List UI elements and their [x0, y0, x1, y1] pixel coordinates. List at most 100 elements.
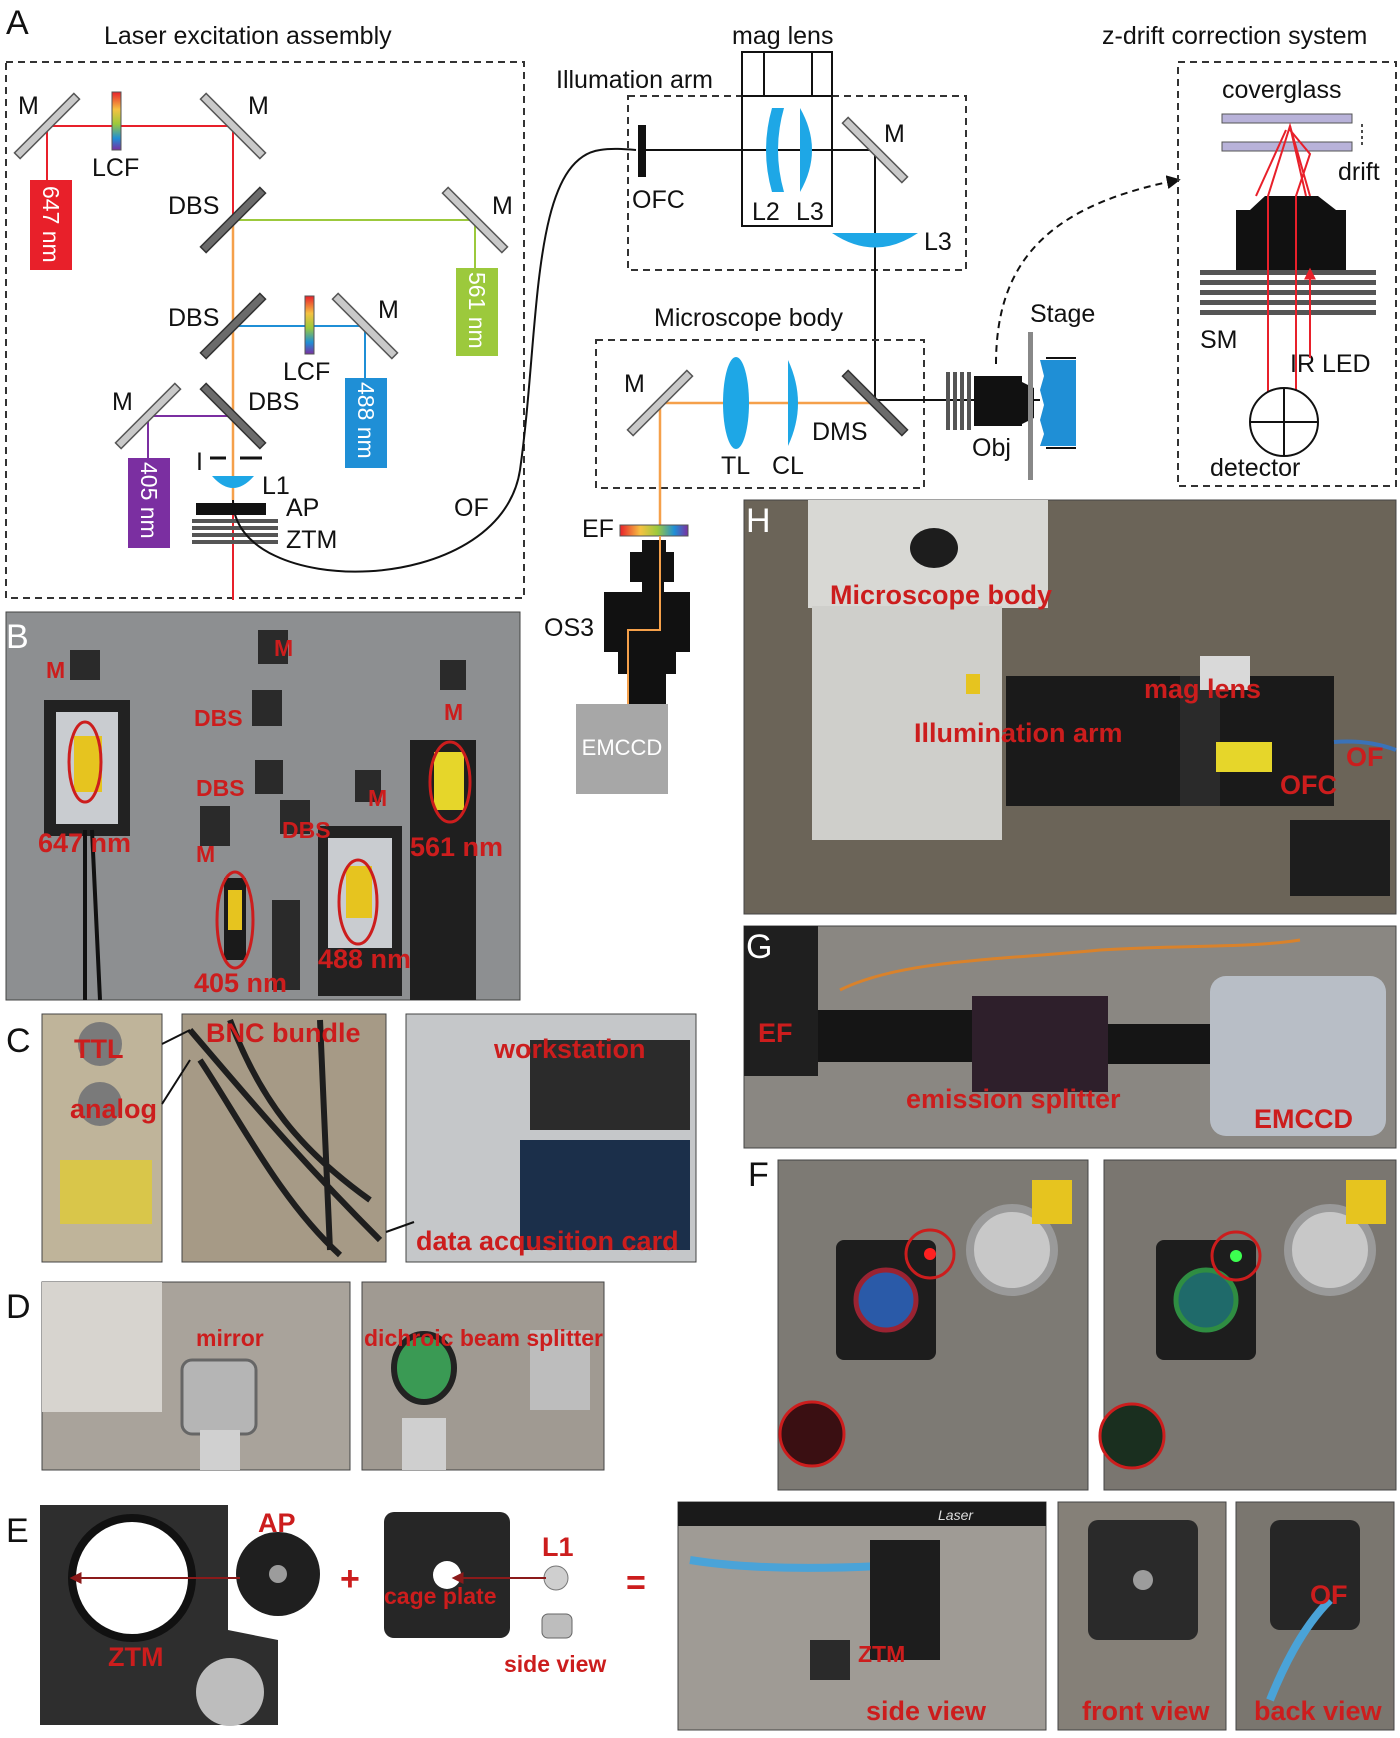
- stage-title: Stage: [1030, 300, 1095, 328]
- photo-e-laser-bar: [678, 1502, 1046, 1526]
- photo-h-mag-ring: [1180, 676, 1220, 806]
- laser-488: [345, 378, 387, 468]
- illum-arm-title: Illumation arm: [556, 66, 713, 94]
- lens-l3: [832, 233, 918, 248]
- photo-f-red-optic: [853, 1267, 919, 1333]
- scope-body-title: Microscope body: [654, 304, 843, 332]
- photo-e-label-sideview: side view: [866, 1696, 987, 1726]
- objective: [946, 372, 1034, 430]
- photo-d-dbs-post: [402, 1418, 446, 1470]
- photo-b-label-m3: M: [444, 699, 463, 725]
- label-m4: M: [378, 296, 399, 324]
- photo-e-brand: Laser: [938, 1507, 974, 1523]
- photo-h-box: [1290, 820, 1390, 896]
- filter-lcf-1: [111, 91, 122, 151]
- photo-f-green-spot-circle: [1210, 1230, 1262, 1282]
- photo-f-green-mount2: [1284, 1204, 1376, 1296]
- label-emccd: EMCCD: [582, 735, 663, 760]
- photo-e-cage-side: [870, 1540, 940, 1660]
- photo-h-label-ofc: OFC: [1280, 770, 1337, 800]
- photo-h-warning: [966, 674, 980, 694]
- mirror-m3: [441, 186, 509, 254]
- label-os3: OS3: [544, 614, 594, 642]
- photo-b-label-561: 561 nm: [410, 832, 503, 862]
- photo-c-label-analog: analog: [70, 1094, 157, 1124]
- laser-488-label: 488 nm: [353, 382, 379, 459]
- photo-f-green-fiber-circle: [1098, 1402, 1166, 1470]
- photo-e-ztm-knob: [196, 1658, 264, 1726]
- ir-beam-reflect-2: [1289, 125, 1312, 423]
- label-l3-mag: L3: [796, 198, 824, 226]
- filter-lcf-2: [304, 295, 315, 355]
- photo-c-cards: [520, 1140, 690, 1250]
- photo-d-dbs-mount2: [530, 1330, 590, 1410]
- label-lcf-2: LCF: [283, 358, 330, 386]
- photo-e-label-of: OF: [1310, 1580, 1348, 1610]
- label-cl: CL: [772, 452, 804, 480]
- mirror-m2: [199, 92, 267, 160]
- photo-f-red-mount2: [966, 1204, 1058, 1296]
- photo-e-equals: =: [626, 1564, 646, 1602]
- photo-g-ef-housing: [744, 926, 818, 1076]
- label-obj: Obj: [972, 434, 1011, 462]
- mirror-m-scope: [626, 369, 694, 437]
- photo-e-label-front: front view: [1082, 1696, 1211, 1726]
- photo-g-tube: [818, 1010, 974, 1062]
- photo-h-scope-body: [812, 606, 1002, 840]
- photo-e-label-cage: cage plate: [384, 1583, 497, 1609]
- mag-lens-title: mag lens: [732, 22, 833, 50]
- photo-b-label-dbs2: DBS: [196, 775, 245, 801]
- photo-h-label-illum: Illumination arm: [914, 718, 1123, 748]
- photo-e-label-sideview-l1: side view: [504, 1651, 606, 1677]
- photo-e-l1-side: [541, 1613, 573, 1639]
- stage-sample: [1040, 360, 1076, 446]
- photo-b-561-module: [434, 752, 464, 810]
- laser-647-label: 647 nm: [38, 186, 64, 263]
- photo-c-link-1: [161, 1029, 191, 1045]
- photo-b-405-circle: [215, 870, 255, 970]
- photo-g-splitter: [972, 996, 1108, 1092]
- photo-f-red-warning: [1032, 1180, 1072, 1224]
- part-ap: [196, 503, 266, 515]
- label-ztm: ZTM: [286, 526, 337, 554]
- photo-c-laser-label: [60, 1160, 152, 1224]
- photo-b-label-m5: M: [196, 841, 215, 867]
- label-l3: L3: [924, 228, 952, 256]
- label-dbs-1: DBS: [168, 192, 219, 220]
- photo-h-illum-tube: [1006, 676, 1334, 806]
- photo-d-dbs-optic: [391, 1331, 457, 1405]
- mirror-m-illum: [841, 116, 909, 184]
- photo-e-fiber: [689, 1556, 881, 1572]
- label-m-illum: M: [884, 120, 905, 148]
- photo-d-plate: [42, 1282, 162, 1412]
- label-dms: DMS: [812, 418, 868, 446]
- photo-f-red-spot-circle: [904, 1228, 956, 1280]
- coverglass-top: [1221, 113, 1353, 124]
- photo-d-label-mirror: mirror: [196, 1325, 264, 1351]
- lens-l3-mag: [800, 108, 812, 192]
- mag-lens-holder: [741, 51, 833, 227]
- label-coverglass: coverglass: [1222, 76, 1342, 104]
- photo-h-knob: [910, 528, 958, 568]
- photo-b-mounts: [70, 630, 466, 990]
- lens-tl: [723, 357, 749, 449]
- photo-h-label-sticker: [1216, 742, 1272, 772]
- photo-e-label-ztm-side: ZTM: [858, 1641, 905, 1667]
- photo-g-label-emccd: EMCCD: [1254, 1104, 1353, 1134]
- label-iris: I: [196, 448, 203, 476]
- photo-e-l1: [543, 1565, 569, 1591]
- photo-b-561-circle: [428, 740, 472, 824]
- label-dbs-3: DBS: [248, 388, 299, 416]
- os3-beam: [627, 536, 661, 704]
- photo-g-wires: [839, 938, 1301, 992]
- photo-e-plus: +: [340, 1560, 360, 1598]
- photo-c-ttl-connector: [78, 1022, 122, 1066]
- photo-b-label-405: 405 nm: [194, 968, 287, 998]
- photo-g-label-splitter: emission splitter: [906, 1084, 1121, 1114]
- photo-d-post: [200, 1430, 240, 1470]
- photo-e-label-l1: L1: [542, 1532, 574, 1562]
- photo-c-label-ttl: TTL: [74, 1034, 123, 1064]
- photo-f-green-warning: [1346, 1180, 1386, 1224]
- photo-d-mirror-mount: [180, 1358, 258, 1436]
